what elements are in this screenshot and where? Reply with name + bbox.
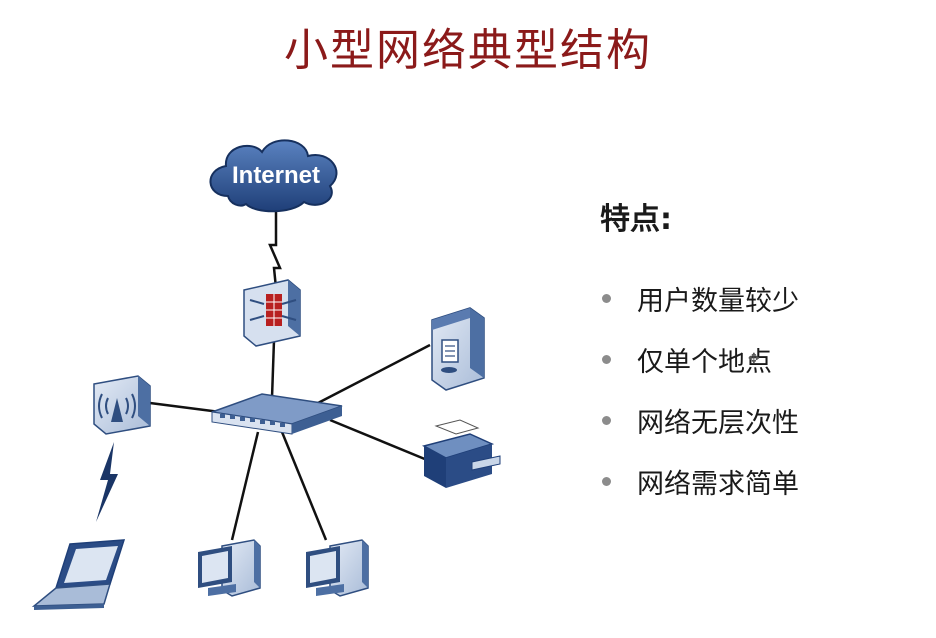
features-panel: 特点: 用户数量较少 仅单个地点 网络无层次性 网络需求简单 bbox=[600, 194, 920, 512]
laptop-icon bbox=[31, 539, 126, 610]
features-heading: 特点: bbox=[600, 202, 672, 237]
connection-lines bbox=[149, 200, 433, 541]
internet-cloud-icon: Internet bbox=[209, 139, 338, 213]
page-title: 小型网络典型结构 bbox=[284, 25, 652, 76]
link-firewall-switch bbox=[270, 339, 276, 399]
cloud-label: Internet bbox=[232, 162, 320, 189]
wan-link bbox=[268, 200, 282, 289]
list-item: 网络无层次性 bbox=[600, 390, 920, 451]
list-item: 网络需求简单 bbox=[600, 451, 920, 512]
desktop-pc-icon bbox=[198, 539, 261, 597]
list-item-text: 用户数量较少 bbox=[637, 286, 799, 317]
list-item: 用户数量较少 bbox=[600, 268, 920, 329]
bullet-dot-icon bbox=[602, 355, 611, 364]
list-item-text: 网络需求简单 bbox=[637, 469, 799, 500]
link-switch-printer bbox=[329, 418, 433, 464]
server-icon bbox=[431, 307, 485, 391]
bullet-dot-icon bbox=[602, 294, 611, 303]
bullet-dot-icon bbox=[602, 416, 611, 425]
link-switch-pc2 bbox=[280, 431, 328, 541]
link-switch-server bbox=[317, 343, 431, 405]
list-item-text: 网络无层次性 bbox=[637, 408, 799, 439]
features-list: 用户数量较少 仅单个地点 网络无层次性 网络需求简单 bbox=[600, 268, 920, 512]
desktop-pc-icon bbox=[306, 539, 369, 597]
firewall-icon bbox=[243, 279, 301, 347]
mouse-cursor-icon: ✥ bbox=[748, 351, 760, 367]
wireless-ap-icon bbox=[93, 375, 151, 435]
link-switch-ap bbox=[149, 401, 221, 414]
switch-icon bbox=[211, 393, 343, 435]
link-switch-pc1 bbox=[230, 431, 260, 541]
printer-icon bbox=[421, 419, 501, 488]
bullet-dot-icon bbox=[602, 477, 611, 486]
wireless-link-icon bbox=[96, 442, 118, 522]
list-item-text: 仅单个地点 bbox=[637, 347, 772, 378]
list-item: 仅单个地点 bbox=[600, 329, 920, 390]
